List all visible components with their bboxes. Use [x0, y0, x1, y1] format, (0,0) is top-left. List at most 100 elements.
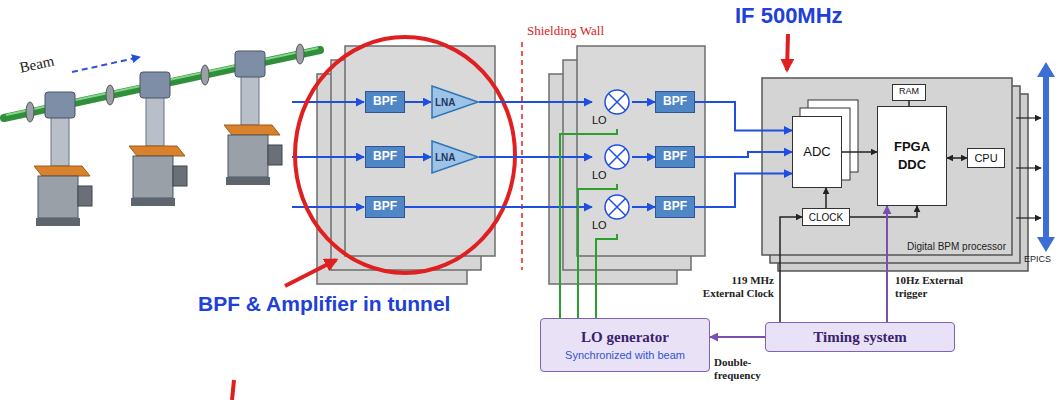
node-text: Digital BPM processor: [907, 241, 1006, 252]
base-plate: [224, 125, 280, 135]
stand-column: [241, 73, 259, 125]
node-text: CLOCK: [809, 212, 843, 223]
system-box: Timing system: [765, 322, 955, 352]
flange: [26, 102, 34, 122]
timing-line: [710, 336, 765, 338]
filter-box: BPF: [365, 91, 405, 113]
chip-box: FPGADDC: [877, 106, 947, 206]
beam-label: Beam: [18, 53, 56, 77]
tunnel-card: [345, 46, 495, 256]
signal-line: [947, 157, 967, 159]
mover-box: [228, 135, 268, 177]
epics-bus-head: [1037, 62, 1055, 77]
pickup-signal: [292, 156, 364, 158]
rf-signal-line: [632, 206, 655, 208]
mover-box: [38, 176, 78, 218]
node-text: BPF: [663, 200, 687, 213]
rf-signal-line: [695, 102, 792, 130]
mover-box: [133, 156, 173, 198]
network-link: [1016, 167, 1041, 168]
mixer-circle: [605, 145, 629, 169]
filter-box: BPF: [655, 146, 695, 168]
node-text: LO: [592, 114, 607, 126]
signal-label: 119 MHz External Clock: [690, 274, 774, 299]
timing-line: [886, 206, 888, 322]
signal-label: Double- frequency: [714, 356, 778, 381]
node-text: LO: [592, 169, 607, 181]
filter-box: BPF: [365, 196, 405, 218]
network-link: [1016, 217, 1041, 218]
bpm-block: [140, 72, 170, 98]
mixer-card: [577, 46, 705, 256]
callout-line: [232, 380, 234, 400]
motor: [78, 186, 92, 206]
epics-bus-head: [1037, 237, 1055, 252]
mixer-cross: [609, 149, 626, 166]
bpm-stand: [34, 92, 92, 226]
mixer-circle: [605, 90, 629, 114]
node-text: CPU: [974, 152, 997, 164]
signal-label: 10Hz External trigger: [895, 274, 985, 299]
amplifier-triangle: LNA: [431, 140, 479, 174]
rf-signal-line: [479, 101, 592, 103]
rf-signal-line: [405, 156, 431, 158]
node-text: LNA: [435, 97, 456, 108]
epics-bus: [1043, 74, 1049, 240]
mixer-symbol: LO: [592, 194, 632, 234]
bpm-stand: [224, 51, 282, 185]
node-text: Timing system: [813, 329, 906, 346]
flange: [296, 44, 304, 64]
chip-box: ADC: [792, 116, 842, 188]
rf-signal-line: [632, 101, 655, 103]
node-text: DDC: [898, 158, 926, 172]
base-plate: [129, 146, 185, 156]
rf-signal-line: [405, 101, 431, 103]
rf-signal-line: [695, 174, 792, 207]
system-box: LO generatorSynchronized with beam: [540, 318, 710, 372]
rf-signal-line: [695, 152, 792, 157]
pickup-signal: [292, 101, 364, 103]
wall-label: Shielding Wall: [527, 24, 604, 39]
node-text: BPF: [373, 95, 397, 108]
node-text: LNA: [435, 152, 456, 163]
node-text: BPF: [663, 150, 687, 163]
bpm-stand: [129, 72, 187, 206]
callout-label: BPF & Amplifier in tunnel: [198, 292, 450, 316]
stand-column: [51, 114, 69, 166]
callout-label: IF 500MHz: [735, 3, 843, 28]
mixer-symbol: LO: [592, 89, 632, 129]
node-text: BPF: [373, 150, 397, 163]
chip-box: CLOCK: [802, 208, 850, 226]
node-text: BPF: [373, 200, 397, 213]
pickup-signal: [292, 206, 364, 208]
bpm-block: [45, 92, 75, 118]
bpm-block: [235, 51, 265, 77]
callout-ellipse: [295, 37, 515, 273]
callout-arrow: [285, 260, 336, 286]
bus-label: EPICS: [1024, 254, 1051, 264]
signal-line: [850, 206, 917, 217]
filter-box: BPF: [655, 196, 695, 218]
mixer-cross: [609, 199, 626, 216]
mixer-symbol: LO: [592, 144, 632, 184]
node-text: LO: [592, 219, 607, 231]
node-text: ADC: [803, 145, 830, 159]
mixer-circle: [605, 195, 629, 219]
node-text: LO generator: [581, 329, 669, 346]
chip-box: RAM: [892, 84, 926, 101]
node-text: BPF: [663, 95, 687, 108]
signal-line: [825, 188, 827, 208]
signal-line: [842, 151, 877, 153]
signal-line: [780, 217, 802, 322]
processor-board: Digital BPM processor RAM ADC FPGADDC CPU CLO…: [762, 78, 1012, 255]
feet: [36, 218, 80, 226]
chip-box: CPU: [967, 148, 1005, 168]
callout-arrow: [787, 34, 788, 70]
filter-box: BPF: [365, 146, 405, 168]
base-plate: [34, 166, 90, 176]
rf-signal-line: [479, 156, 592, 158]
mixer-cross: [609, 94, 626, 111]
lo-line: [596, 234, 617, 318]
beam-direction-arrow: [72, 57, 140, 72]
feet: [226, 177, 270, 185]
